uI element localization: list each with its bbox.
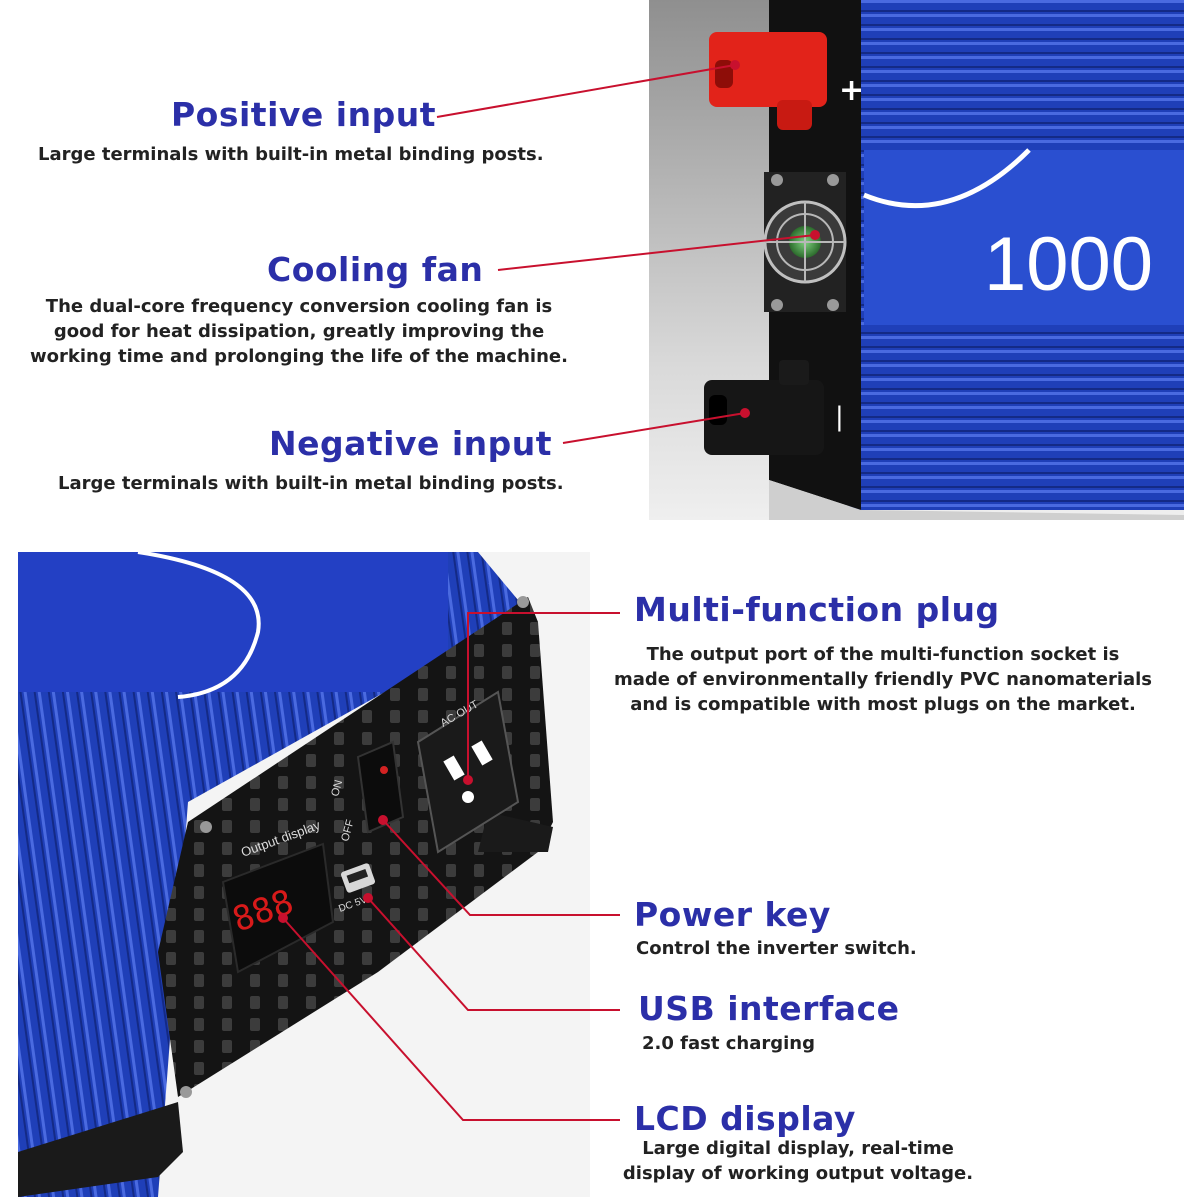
top-arc (137, 552, 261, 699)
cooling-fan (763, 172, 847, 312)
lcd-display-description: Large digital display, real-time display… (600, 1136, 996, 1186)
product-photo-rear: 1000 + | (649, 0, 1184, 520)
inverter-rear-illustration: 1000 + | (649, 0, 1184, 520)
positive-terminal (709, 32, 827, 130)
heatsink-body (18, 552, 528, 1197)
off-label: OFF (339, 818, 356, 843)
usb-interface-title: USB interface (638, 989, 900, 1028)
cooling-fan-description-line: The dual-core frequency conversion cooli… (45, 296, 553, 317)
leader-line-negative (562, 412, 746, 444)
on-label: ON (329, 779, 345, 798)
multi-function-plug-title: Multi-function plug (634, 590, 1000, 629)
screw (517, 596, 529, 608)
leader-dot-power (378, 815, 388, 825)
power-key-title: Power key (634, 895, 831, 934)
leader-line-fan (497, 234, 816, 271)
cooling-fan-description: The dual-core frequency conversion cooli… (18, 294, 580, 369)
leader-line-plug (467, 612, 620, 780)
label-arc (863, 148, 1031, 209)
leader-dot-usb (363, 893, 373, 903)
screw (180, 1086, 192, 1098)
minus-symbol: | (835, 402, 844, 432)
leader-dot-plug (463, 775, 473, 785)
mounting-foot-right (478, 812, 553, 852)
usb-interface-description: 2.0 fast charging (642, 1033, 815, 1054)
plus-symbol: + (839, 73, 864, 108)
leader-line-power (382, 819, 620, 916)
lcd-display: 888 (221, 842, 335, 974)
mounting-foot (18, 1102, 183, 1197)
multi-function-plug-description-line: The output port of the multi-function so… (646, 644, 1120, 665)
lcd-display-title: LCD display (634, 1099, 856, 1138)
cooling-fan-description-line: working time and prolonging the life of … (30, 346, 568, 367)
leader-dot-lcd (278, 913, 288, 923)
positive-input-title: Positive input (171, 95, 436, 134)
cooling-fan-description-line: good for heat dissipation, greatly impro… (53, 321, 545, 342)
power-rating-label: 1000 (984, 222, 1153, 307)
usb-port (340, 863, 376, 893)
leader-dot-negative (740, 408, 750, 418)
top-panel (18, 552, 448, 692)
negative-input-description: Large terminals with built-in metal bind… (58, 473, 564, 494)
multi-function-plug-description: The output port of the multi-function so… (600, 642, 1166, 717)
leader-dot-positive (730, 60, 740, 70)
power-switch (356, 740, 405, 834)
label-panel (864, 150, 1184, 325)
power-key-description: Control the inverter switch. (636, 938, 917, 959)
leader-line-usb (367, 897, 620, 1011)
mounting-foot (769, 480, 1184, 520)
lcd-display-description-line: display of working output voltage. (622, 1163, 974, 1184)
lcd-display-description-line: Large digital display, real-time (642, 1138, 954, 1159)
cooling-fan-title: Cooling fan (267, 250, 484, 289)
negative-input-title: Negative input (269, 424, 553, 463)
screw (200, 821, 212, 833)
positive-input-description: Large terminals with built-in metal bind… (38, 144, 544, 165)
product-photo-front: 888 Output display ON OFF DC 5V AC OUT (18, 552, 590, 1197)
leader-line-positive (436, 64, 736, 118)
inverter-front-illustration: 888 Output display ON OFF DC 5V AC OUT (18, 552, 590, 1197)
negative-terminal (704, 360, 824, 455)
multi-function-plug-description-line: and is compatible with most plugs on the… (630, 694, 1136, 715)
leader-dot-fan (810, 230, 820, 240)
multi-function-plug-description-line: made of environmentally friendly PVC nan… (613, 669, 1153, 690)
leader-line-lcd (282, 917, 620, 1121)
